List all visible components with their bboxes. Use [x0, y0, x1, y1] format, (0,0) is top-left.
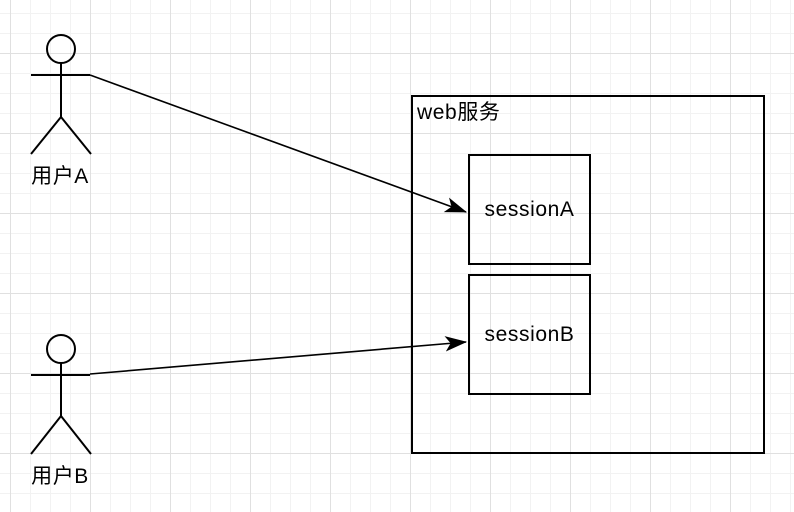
arrow-user-b-to-session-b[interactable] — [89, 336, 468, 375]
actor-b-left-leg — [30, 415, 62, 455]
actor-a-left-leg — [30, 116, 62, 155]
web-service-label: web服务 — [417, 101, 501, 124]
actor-user-b-figure[interactable] — [30, 334, 92, 455]
session-a-label: sessionA — [484, 197, 575, 221]
arrow-user-a-to-session-a[interactable] — [89, 74, 468, 213]
actor-b-right-leg — [60, 415, 92, 455]
web-service-container-box[interactable] — [411, 95, 765, 454]
session-a-box[interactable] — [468, 154, 591, 265]
session-b-box[interactable] — [468, 274, 591, 395]
actor-user-a-figure[interactable] — [30, 34, 92, 155]
actor-a-head — [46, 34, 76, 64]
actor-b-head — [46, 334, 76, 364]
actor-b-label: 用户B — [31, 465, 89, 488]
actor-a-label: 用户A — [31, 165, 89, 188]
actor-a-right-leg — [60, 116, 92, 155]
session-b-label: sessionB — [484, 322, 575, 346]
